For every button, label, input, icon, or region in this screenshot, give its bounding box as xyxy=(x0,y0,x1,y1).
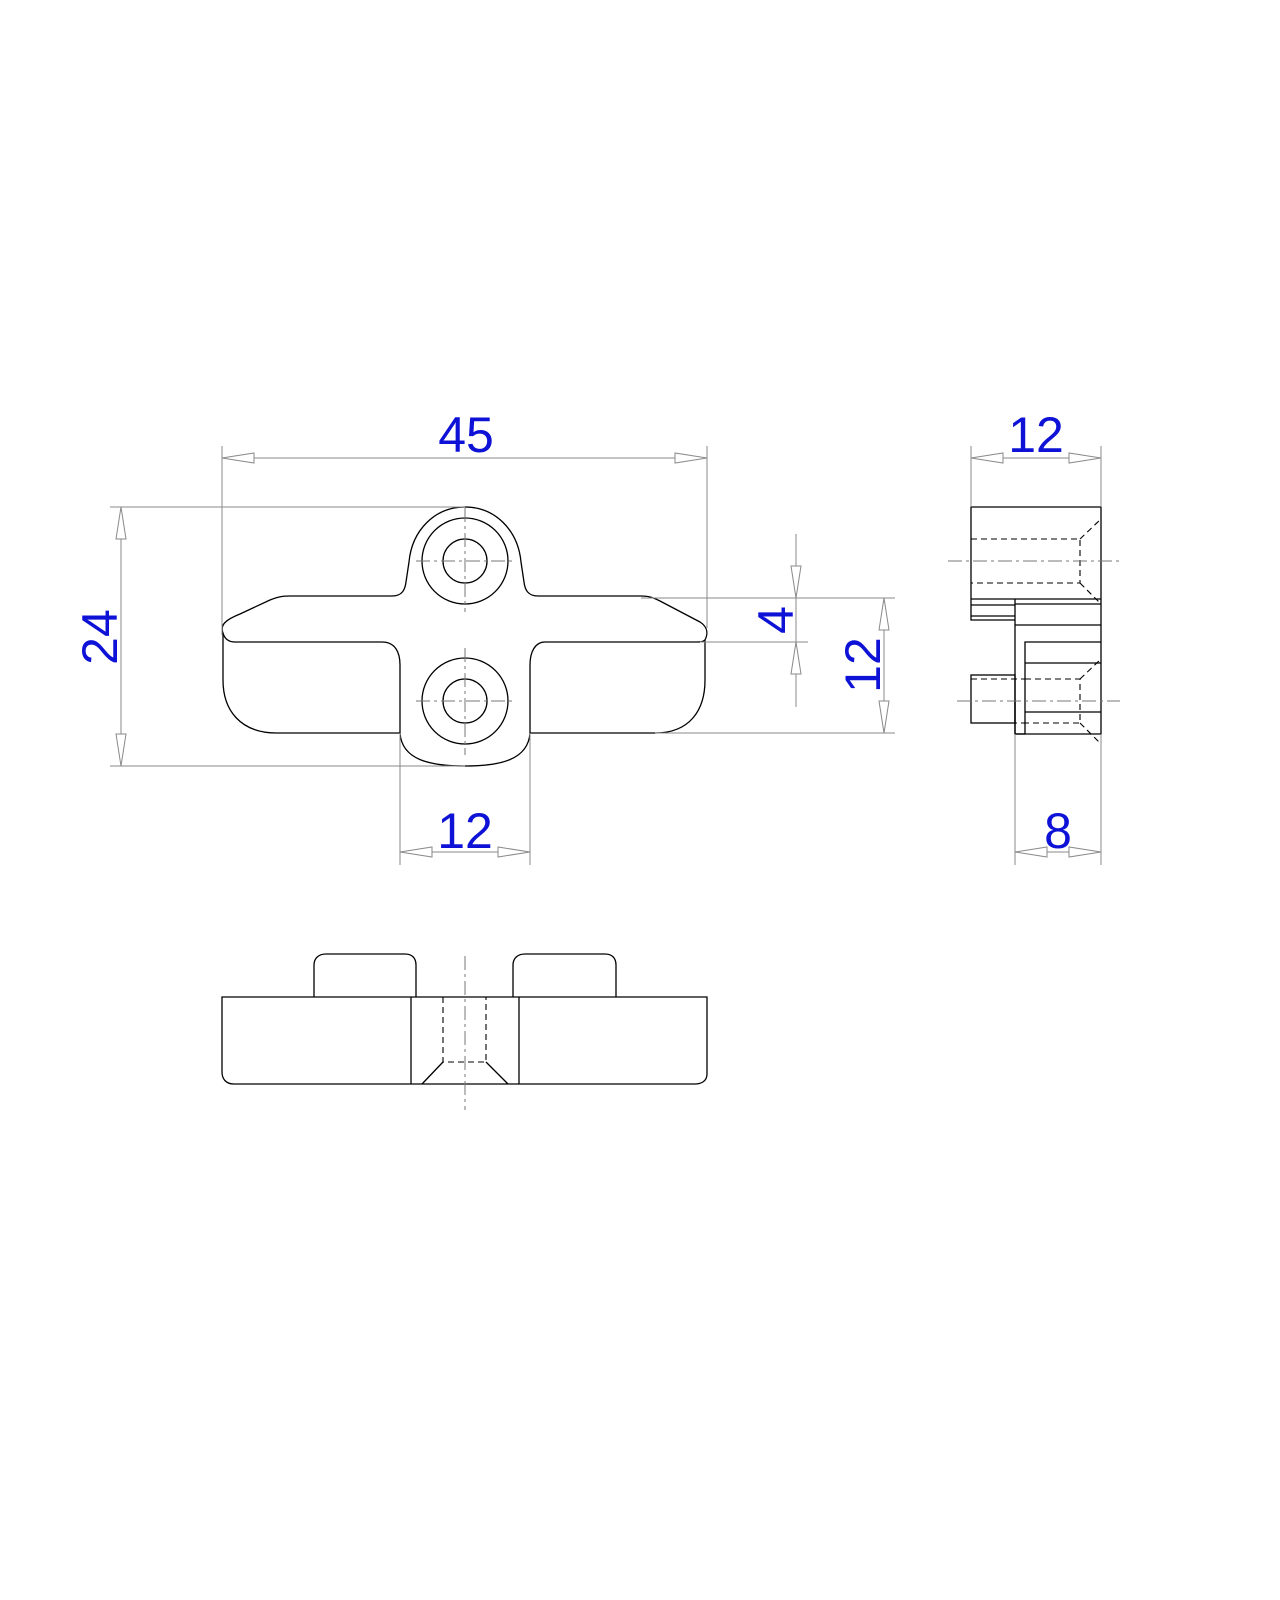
dimension-label: 12 xyxy=(1008,407,1064,463)
bottom-view xyxy=(221,953,708,1110)
dimension-12-side: 12 xyxy=(970,407,1102,507)
dimension-label: 4 xyxy=(748,606,804,634)
right-boss xyxy=(512,953,617,997)
dimension-8: 8 xyxy=(1014,734,1102,865)
dimension-label: 12 xyxy=(835,637,891,693)
dimension-24: 24 xyxy=(72,506,465,767)
dimension-12-right: 12 xyxy=(655,597,895,734)
dimension-label: 12 xyxy=(437,803,493,859)
dimension-label: 45 xyxy=(438,407,494,463)
left-boss xyxy=(313,953,417,997)
dimension-45: 45 xyxy=(221,407,708,635)
side-view xyxy=(948,506,1120,745)
dimension-4: 4 xyxy=(641,534,895,707)
bottom-base xyxy=(221,996,708,1085)
front-slot-edge-right xyxy=(529,639,706,733)
dimension-label: 8 xyxy=(1044,803,1072,859)
dimension-label: 24 xyxy=(72,609,128,665)
front-view xyxy=(221,506,708,767)
dimension-12-bottom: 12 xyxy=(399,733,531,865)
front-slot-edge xyxy=(222,632,401,733)
